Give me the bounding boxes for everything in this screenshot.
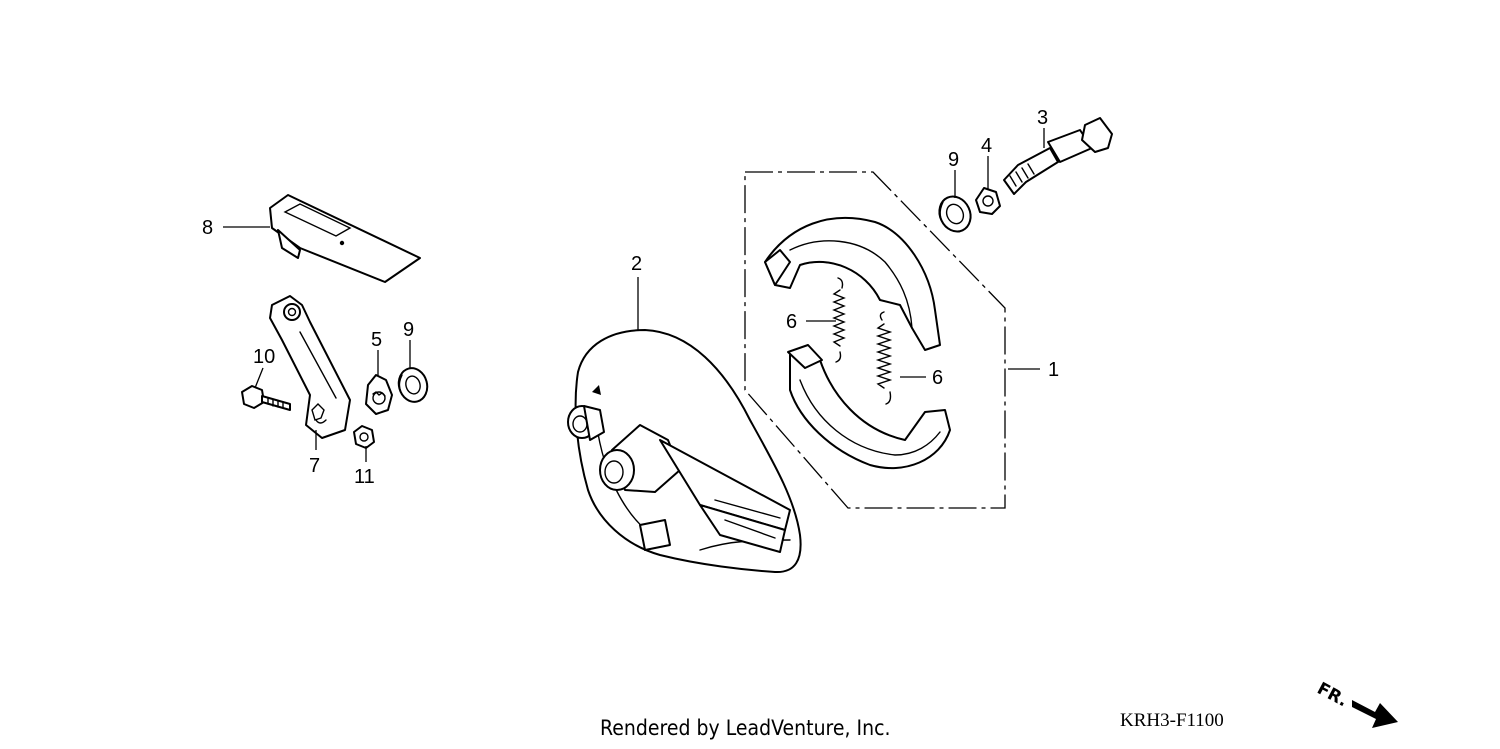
diagram-code: KRH3-F1100	[1120, 710, 1224, 731]
callout-labels: 1 2 3 4 5 6 6 7 8 9 9 10 11	[202, 107, 1059, 488]
part-9-seal-left	[397, 367, 429, 403]
part-7-brake-arm	[269, 295, 351, 439]
callout-6-left: 6	[786, 311, 797, 333]
callout-1: 1	[1048, 359, 1059, 381]
callout-10: 10	[253, 346, 275, 368]
render-credit: Rendered by LeadVenture, Inc.	[600, 716, 891, 740]
callout-4: 4	[981, 135, 992, 157]
callout-8: 8	[202, 217, 213, 239]
part-10-bolt	[241, 385, 291, 411]
part-3-brake-cam	[1003, 117, 1113, 195]
part-4-indicator	[975, 187, 1001, 215]
brake-shoe-upper	[764, 216, 941, 351]
callout-6-right: 6	[932, 367, 943, 389]
callout-3: 3	[1037, 107, 1048, 129]
part-8-cover-plate	[269, 194, 421, 283]
part-9-seal-right	[938, 195, 972, 233]
callout-2: 2	[631, 253, 642, 275]
leader-lines	[223, 128, 1045, 462]
part-5-indicator-plate	[365, 374, 393, 415]
front-arrow-icon	[1352, 700, 1398, 728]
part-2-brake-panel	[567, 329, 802, 574]
callout-9-right: 9	[948, 149, 959, 171]
part-6-spring-left	[832, 277, 846, 363]
callout-11: 11	[354, 466, 375, 488]
brake-shoe-lower	[787, 344, 951, 470]
part-11-nut	[353, 425, 375, 449]
front-direction-label: FR.	[1314, 679, 1351, 711]
callout-9-left: 9	[403, 319, 414, 341]
part-1-group-bracket	[744, 171, 1006, 509]
front-direction-indicator: FR.	[1314, 679, 1398, 728]
callout-5: 5	[371, 329, 382, 351]
callout-7: 7	[309, 455, 320, 477]
part-6-spring-right	[875, 311, 893, 405]
